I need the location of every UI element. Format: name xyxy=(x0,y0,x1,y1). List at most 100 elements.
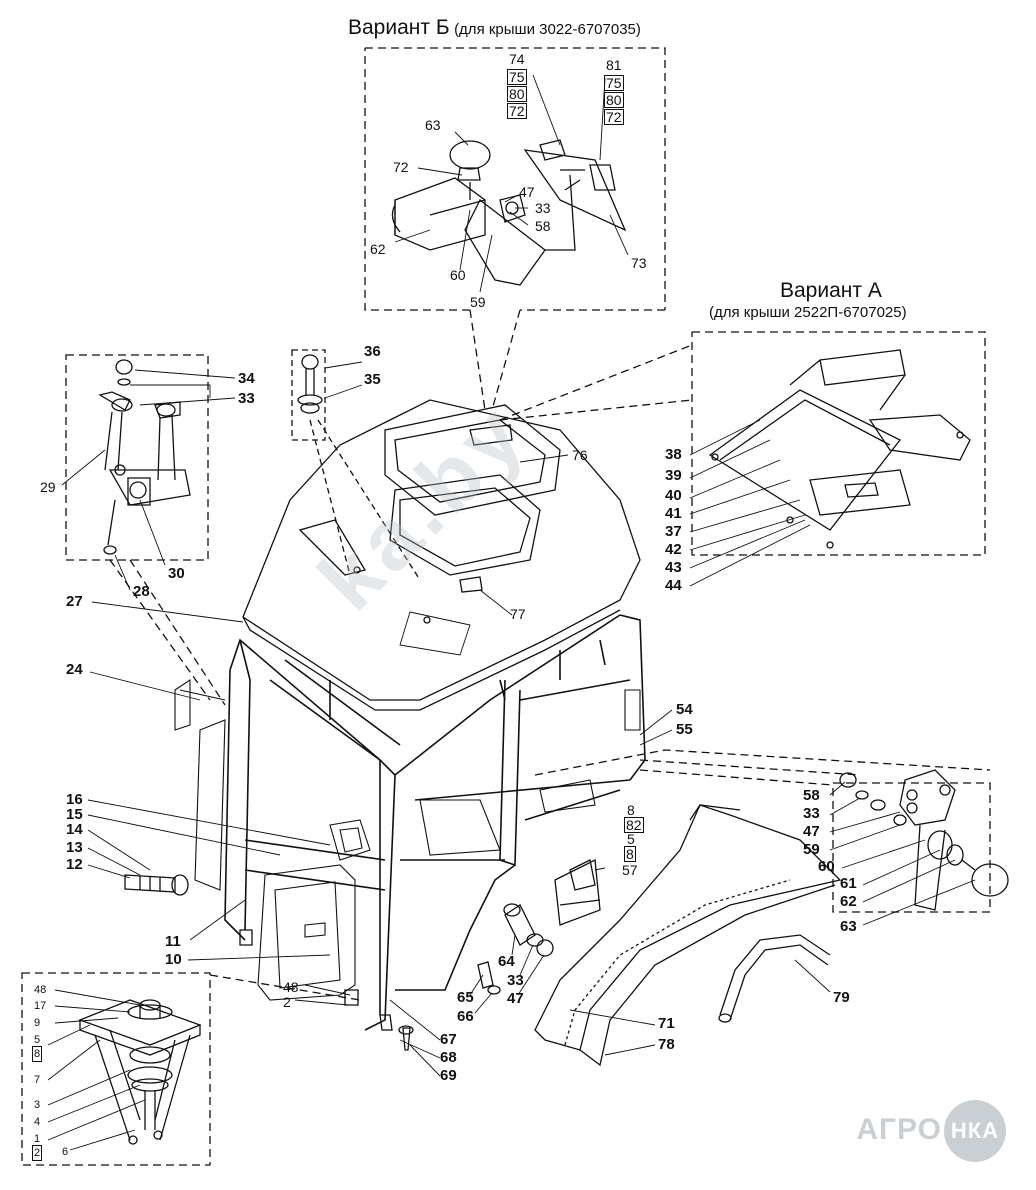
label-58: 58 xyxy=(535,218,551,234)
label-65: 65 xyxy=(457,989,474,1006)
variant-b-frame xyxy=(364,47,666,311)
label-33b: 33 xyxy=(507,972,524,989)
left-detail-leaders xyxy=(61,369,236,591)
label-10: 10 xyxy=(165,951,182,968)
label-60r: 60 xyxy=(818,858,835,875)
cab-leaders xyxy=(87,671,673,1077)
inset-label-8: 8 xyxy=(32,1046,43,1062)
label-80b: 80 xyxy=(604,92,624,108)
label-47b: 47 xyxy=(507,990,524,1007)
label-61r: 61 xyxy=(840,875,857,892)
inset-label-9: 9 xyxy=(34,1017,41,1029)
variant-a-leader xyxy=(499,344,693,421)
variant-a-frame xyxy=(691,331,986,556)
variant-b-parts xyxy=(391,139,627,286)
label-75: 75 xyxy=(507,69,527,85)
variant-a-parts xyxy=(708,349,971,549)
fender xyxy=(534,804,842,1067)
label-28: 28 xyxy=(133,583,150,600)
label-79: 79 xyxy=(833,989,850,1006)
label-57: 57 xyxy=(622,862,638,878)
variant-b-right-leader xyxy=(534,749,991,776)
label-8b: 8 xyxy=(624,846,636,862)
left-detail-frame xyxy=(65,354,209,561)
label-71: 71 xyxy=(658,1015,675,1032)
label-33r: 33 xyxy=(803,805,820,822)
label-30: 30 xyxy=(168,565,185,582)
label-47r: 47 xyxy=(803,823,820,840)
label-63: 63 xyxy=(425,117,441,133)
label-12: 12 xyxy=(66,856,83,873)
inset-label-5: 5 xyxy=(34,1034,41,1046)
label-24: 24 xyxy=(66,661,83,678)
label-74: 74 xyxy=(509,51,525,67)
label-68: 68 xyxy=(440,1049,457,1066)
inset-leaders xyxy=(47,989,146,1151)
label-13: 13 xyxy=(66,839,83,856)
label-40: 40 xyxy=(665,487,682,504)
inset-label-4: 4 xyxy=(34,1116,41,1128)
roof xyxy=(242,399,641,711)
label-37: 37 xyxy=(665,523,682,540)
inset-label-48: 48 xyxy=(34,984,47,996)
bushing-leaders xyxy=(469,934,545,1014)
label-11: 11 xyxy=(165,933,181,950)
label-82: 82 xyxy=(624,817,644,833)
inset-label-6: 6 xyxy=(62,1146,69,1158)
label-29: 29 xyxy=(40,479,56,495)
right-detail-frame xyxy=(832,782,991,913)
label-36: 36 xyxy=(364,343,381,360)
label-16: 16 xyxy=(66,791,83,808)
label-54: 54 xyxy=(676,701,693,718)
label-80: 80 xyxy=(507,86,527,102)
label-48: 48 xyxy=(283,979,299,995)
label-77: 77 xyxy=(510,606,526,622)
label-44: 44 xyxy=(665,577,682,594)
small-bolts xyxy=(239,929,414,1051)
label-58r: 58 xyxy=(803,787,820,804)
label-33: 33 xyxy=(535,200,551,216)
label-35: 35 xyxy=(364,371,381,388)
label-63r: 63 xyxy=(840,918,857,935)
label-43: 43 xyxy=(665,559,682,576)
variant-a-note: (для крыши 2522П-6707025) xyxy=(709,304,907,321)
inset-label-2: 2 xyxy=(32,1145,43,1161)
label-5a: 5 xyxy=(627,831,635,847)
label-59r: 59 xyxy=(803,841,820,858)
label-59: 59 xyxy=(470,294,486,310)
label-38: 38 xyxy=(665,446,682,463)
inset-label-1: 1 xyxy=(34,1133,41,1145)
right-detail-parts xyxy=(839,769,1009,911)
label-75b: 75 xyxy=(604,75,624,91)
variant-b-leader xyxy=(469,309,521,411)
bracket-57 xyxy=(554,858,606,926)
inset-parts xyxy=(78,999,202,1145)
bolt-36-35 xyxy=(291,349,421,581)
label-60: 60 xyxy=(450,267,466,283)
variant-a-leaders xyxy=(689,419,811,587)
label-39: 39 xyxy=(665,467,682,484)
label-64: 64 xyxy=(498,953,515,970)
right-detail-leaders xyxy=(829,781,976,926)
label-62: 62 xyxy=(370,241,386,257)
roof-leaders xyxy=(91,454,569,623)
label-78: 78 xyxy=(658,1036,675,1053)
label-72b: 72 xyxy=(604,109,624,125)
label-69: 69 xyxy=(440,1067,457,1084)
label-67: 67 xyxy=(440,1031,457,1048)
inset-label-3: 3 xyxy=(34,1099,41,1111)
label-73: 73 xyxy=(631,255,647,271)
label-27: 27 xyxy=(66,593,83,610)
label-62r: 62 xyxy=(840,893,857,910)
label-55: 55 xyxy=(676,721,693,738)
left-detail-parts xyxy=(98,359,191,555)
inset-label-7: 7 xyxy=(34,1074,41,1086)
label-8a: 8 xyxy=(627,802,635,818)
inset-label-17: 17 xyxy=(34,1000,47,1012)
label-72: 72 xyxy=(393,159,409,175)
label-81: 81 xyxy=(606,57,622,73)
label-14: 14 xyxy=(66,821,83,838)
